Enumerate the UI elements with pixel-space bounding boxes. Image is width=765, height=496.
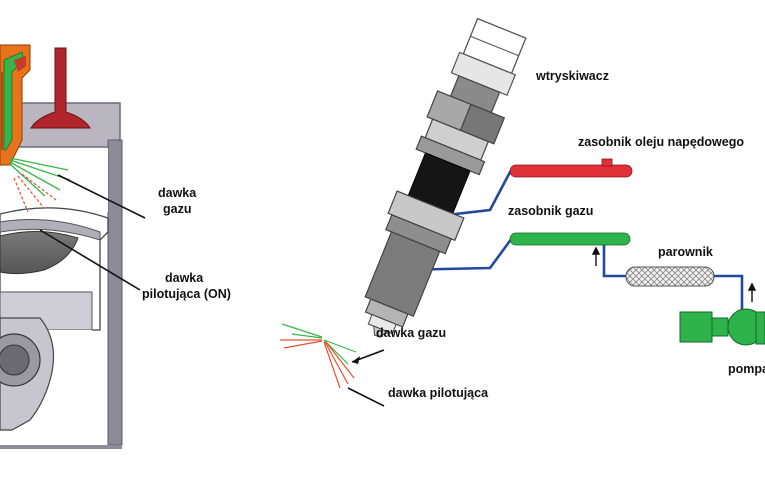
injector-gas-spray: [281, 323, 357, 365]
cylinder-wall: [107, 139, 123, 446]
label-dawka-gazu-right: dawka gazu: [376, 326, 446, 340]
label-dawka-pilot-left-2: pilotująca (ON): [142, 287, 231, 301]
fuel-system: wtryskiwacz zasobnik oleju napędowego za…: [280, 17, 765, 407]
pipe-gas-rail-to-vaporizer: [602, 240, 628, 278]
engine-pilot-spray: [13, 173, 57, 213]
engine-cross-section: dawka gazu dawka pilotująca (ON): [0, 44, 231, 449]
valve: [30, 47, 91, 129]
pump: [679, 308, 765, 346]
leader-pilot-right: [347, 387, 385, 407]
label-zasobnik-gazu: zasobnik gazu: [508, 204, 593, 218]
engine-injector: [0, 44, 31, 166]
pipe-vaporizer-to-pump: [712, 274, 744, 320]
injector-pilot-spray: [280, 339, 355, 389]
label-dawka-pilot-right: dawka pilotująca: [388, 386, 489, 400]
leader-gas-left: [57, 174, 146, 219]
gas-rail: [509, 232, 631, 246]
label-wtryskiwacz: wtryskiwacz: [535, 69, 609, 83]
injector: [364, 17, 527, 338]
leader-pilot-left: [39, 229, 141, 291]
diesel-rail: [509, 164, 633, 178]
flow-arrow-icon: [591, 246, 757, 302]
vaporizer: [625, 266, 715, 287]
label-dawka-gazu-left: dawka: [158, 186, 197, 200]
label-parownik: parownik: [658, 245, 713, 259]
label-dawka-gazu-left-2: gazu: [163, 202, 191, 216]
label-pompa: pompa: [728, 362, 765, 376]
label-dawka-pilot-left: dawka: [165, 271, 204, 285]
label-zasobnik-oleju: zasobnik oleju napędowego: [578, 135, 744, 149]
